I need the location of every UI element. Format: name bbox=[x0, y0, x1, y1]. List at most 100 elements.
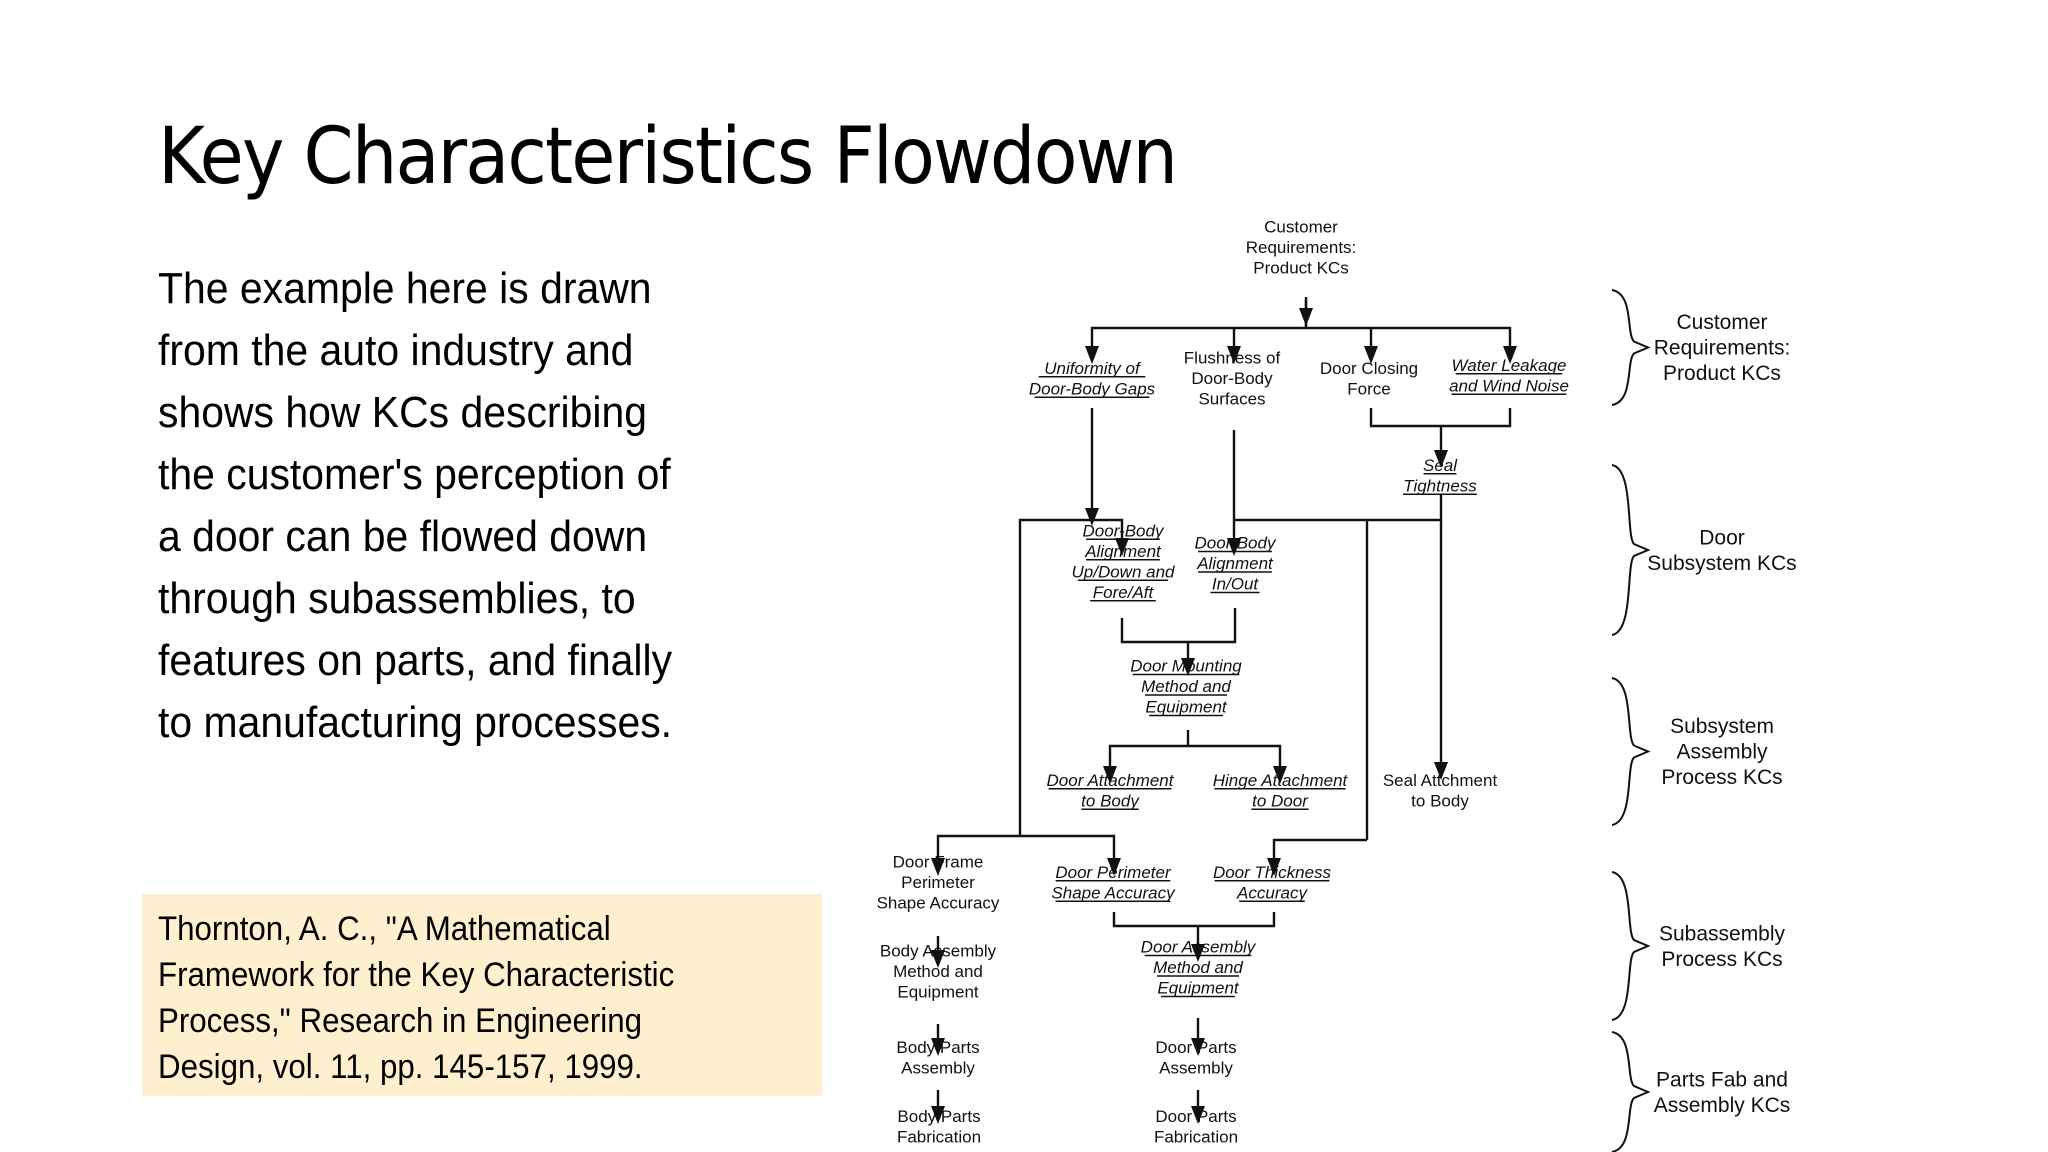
node-label: Door Parts bbox=[1155, 1038, 1236, 1057]
node-label: to Body bbox=[1411, 791, 1469, 810]
node-label: and Wind Noise bbox=[1449, 376, 1569, 395]
arrow-head-icon bbox=[1503, 346, 1517, 364]
node-label: Body Assembly bbox=[880, 942, 997, 961]
node-label: Alignment bbox=[1196, 554, 1274, 573]
node-label: Door Closing bbox=[1320, 359, 1418, 378]
node-label: Perimeter bbox=[901, 873, 975, 892]
node-label: Fabrication bbox=[1154, 1127, 1238, 1146]
body-line: The example here is drawn bbox=[158, 264, 652, 313]
node-label: In/Out bbox=[1212, 575, 1260, 594]
node-label: Door Attachment bbox=[1047, 771, 1175, 790]
node-label: Method and bbox=[893, 962, 983, 981]
arrow-head-icon bbox=[1434, 762, 1448, 780]
arrow-head-icon bbox=[1299, 308, 1313, 326]
citation-line: Process," Research in Engineering bbox=[158, 1002, 643, 1040]
node-label: Equipment bbox=[897, 983, 979, 1002]
level-label: Subassembly bbox=[1659, 922, 1786, 945]
arrow-head-icon bbox=[1181, 658, 1195, 676]
citation-line: Design, vol. 11, pp. 145-157, 1999. bbox=[158, 1048, 643, 1086]
node-label: Shape Accuracy bbox=[877, 894, 1000, 913]
level-label: Customer bbox=[1676, 311, 1767, 334]
node-label: Force bbox=[1347, 379, 1390, 398]
body-line: from the auto industry and bbox=[158, 326, 634, 375]
node-label: Fore/Aft bbox=[1093, 583, 1155, 602]
node-label: Alignment bbox=[1084, 542, 1162, 561]
node-label: Door Perimeter bbox=[1055, 863, 1172, 882]
node-label: Door-Body bbox=[1083, 521, 1165, 540]
citation-box: Thornton, A. C., "A Mathematical Framewo… bbox=[142, 894, 822, 1096]
node-label: Accuracy bbox=[1236, 883, 1308, 902]
node-label: Tightness bbox=[1403, 476, 1477, 495]
arrow-head-icon bbox=[1434, 450, 1448, 468]
body-line: through subassemblies, to bbox=[158, 574, 636, 623]
arrow-head-icon bbox=[1364, 346, 1378, 364]
node-label: Method and bbox=[1153, 958, 1243, 977]
body-line: features on parts, and finally bbox=[158, 636, 673, 685]
arrow-head-icon bbox=[1191, 944, 1205, 962]
node-label: Door Thickness bbox=[1213, 863, 1332, 882]
level-label: Assembly bbox=[1676, 741, 1768, 764]
level-label: Subsystem KCs bbox=[1647, 552, 1796, 575]
node-label: Assembly bbox=[1159, 1058, 1233, 1077]
brace-icon bbox=[1611, 1031, 1651, 1152]
level-label: Process KCs bbox=[1661, 948, 1782, 971]
node-label: Hinge Attachment bbox=[1213, 771, 1349, 790]
citation-line: Framework for the Key Characteristic bbox=[158, 956, 675, 994]
level-label: Parts Fab and bbox=[1656, 1068, 1788, 1091]
node-label: Shape Accuracy bbox=[1051, 883, 1176, 902]
node-label: Flushness of bbox=[1184, 349, 1281, 368]
level-label: Product KCs bbox=[1663, 362, 1781, 385]
arrow-head-icon bbox=[1107, 858, 1121, 876]
node-label: to Door bbox=[1252, 791, 1309, 810]
node-label: Method and bbox=[1141, 677, 1231, 696]
brace-icon bbox=[1611, 464, 1651, 636]
node-label: Door-Body Gaps bbox=[1029, 379, 1156, 398]
node-label: Surfaces bbox=[1198, 390, 1265, 409]
citation-line: Thornton, A. C., "A Mathematical bbox=[158, 910, 611, 948]
level-label: Subsystem bbox=[1670, 715, 1774, 738]
arrow-head-icon bbox=[1115, 538, 1129, 556]
node-label: Water Leakage bbox=[1452, 356, 1567, 375]
node-label: Seal bbox=[1423, 456, 1458, 475]
level-label: Process KCs bbox=[1661, 766, 1782, 789]
arrow-head-icon bbox=[1273, 766, 1287, 784]
arrow-head-icon bbox=[1191, 1038, 1205, 1056]
node-label: Uniformity of bbox=[1044, 359, 1142, 378]
node-label: Door Parts bbox=[1155, 1107, 1236, 1126]
arrow-head-icon bbox=[1227, 538, 1241, 556]
level-label: Door bbox=[1699, 526, 1745, 549]
node-label: Body Parts bbox=[896, 1038, 979, 1057]
body-paragraph: The example here is drawn from the auto … bbox=[158, 258, 798, 754]
arrow-head-icon bbox=[1085, 508, 1099, 526]
arrow-head-icon bbox=[931, 1106, 945, 1124]
arrow-head-icon bbox=[1191, 1106, 1205, 1124]
brace-icon bbox=[1611, 871, 1651, 1021]
node-label: Fabrication bbox=[897, 1127, 981, 1146]
node-label: Equipment bbox=[1157, 979, 1240, 998]
node-label: Customer bbox=[1264, 218, 1338, 237]
node-label: Equipment bbox=[1145, 698, 1228, 717]
level-label: Requirements: bbox=[1654, 337, 1791, 360]
